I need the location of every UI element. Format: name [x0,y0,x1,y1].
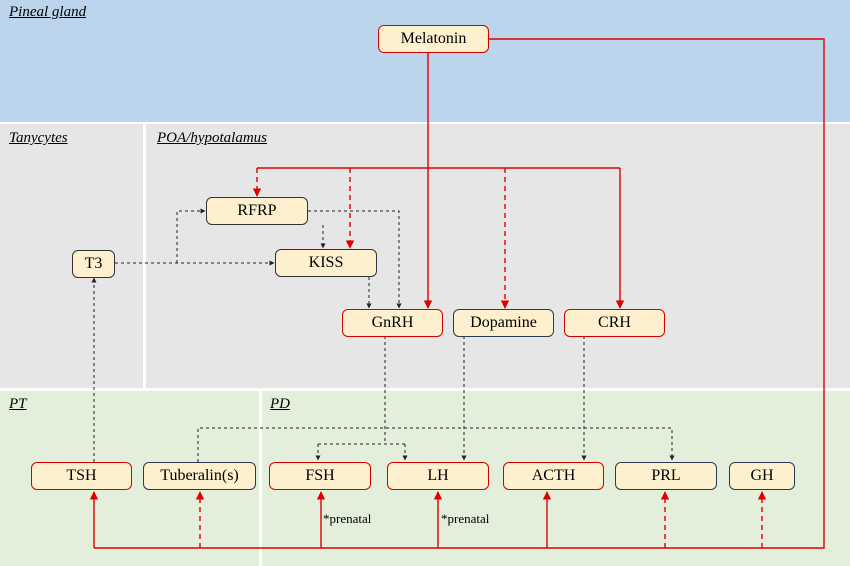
pineal-gland-label: Pineal gland [9,4,87,20]
fsh-node: FSH [269,462,371,490]
gh-node: GH [729,462,795,490]
tuberalin-node: Tuberalin(s) [143,462,256,490]
tanycytes-label: Tanycytes [9,130,68,146]
tanycytes-region [0,124,143,388]
pd-label: PD [270,396,290,412]
tsh-node: TSH [31,462,132,490]
t3-node: T3 [72,250,115,278]
gnrh-node: GnRH [342,309,443,337]
kiss-node: KISS [275,249,377,277]
poa-hypothalamus-label: POA/hypotalamus [157,130,267,146]
pt-label: PT [9,396,27,412]
crh-node: CRH [564,309,665,337]
melatonin-node: Melatonin [378,25,489,53]
dopamine-node: Dopamine [453,309,554,337]
prl-node: PRL [615,462,717,490]
rfrp-to-gnrh-arrow [308,210,402,309]
lh-node: LH [387,462,489,490]
gnrh-to-gonadotropins-line [318,336,405,445]
melatonin-outflow-line [94,38,825,549]
rfrp-node: RFRP [206,197,308,225]
lh-prenatal-note: *prenatal [441,511,490,526]
t3-to-rfrp-arrow [176,208,206,263]
acth-node: ACTH [503,462,604,490]
pineal-gland-region [0,0,850,122]
tuberalin-to-prl-arrow [197,427,675,462]
fsh-prenatal-note: *prenatal [323,511,372,526]
